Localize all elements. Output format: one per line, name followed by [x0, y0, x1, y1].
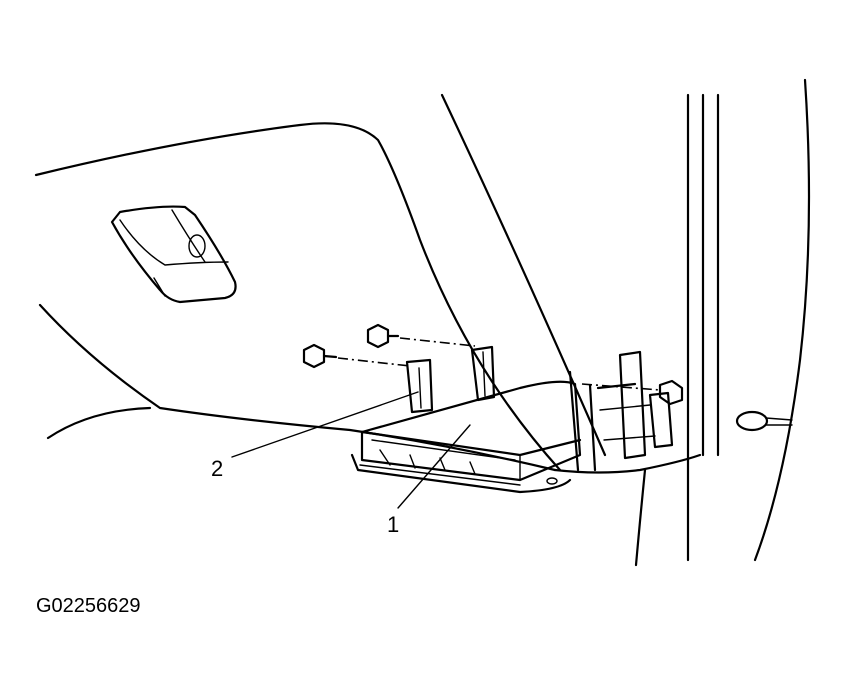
leader-lines	[231, 391, 471, 509]
fasteners	[302, 323, 793, 432]
callout-1: 1	[387, 512, 399, 537]
bolt-lower	[302, 343, 411, 369]
bolt-rear	[581, 379, 684, 406]
rear-bracket	[568, 350, 674, 472]
door-frame	[440, 78, 811, 567]
mounting-brackets	[405, 345, 496, 414]
bolt-upper	[366, 323, 476, 349]
instrument-panel	[34, 122, 702, 474]
callout-2: 2	[211, 456, 223, 481]
figure-code: G02256629	[36, 595, 141, 617]
control-module	[350, 380, 582, 494]
leader-1	[397, 424, 471, 509]
leader-2	[231, 391, 419, 458]
glove-box-handle	[110, 205, 237, 304]
door-plug	[735, 410, 793, 432]
